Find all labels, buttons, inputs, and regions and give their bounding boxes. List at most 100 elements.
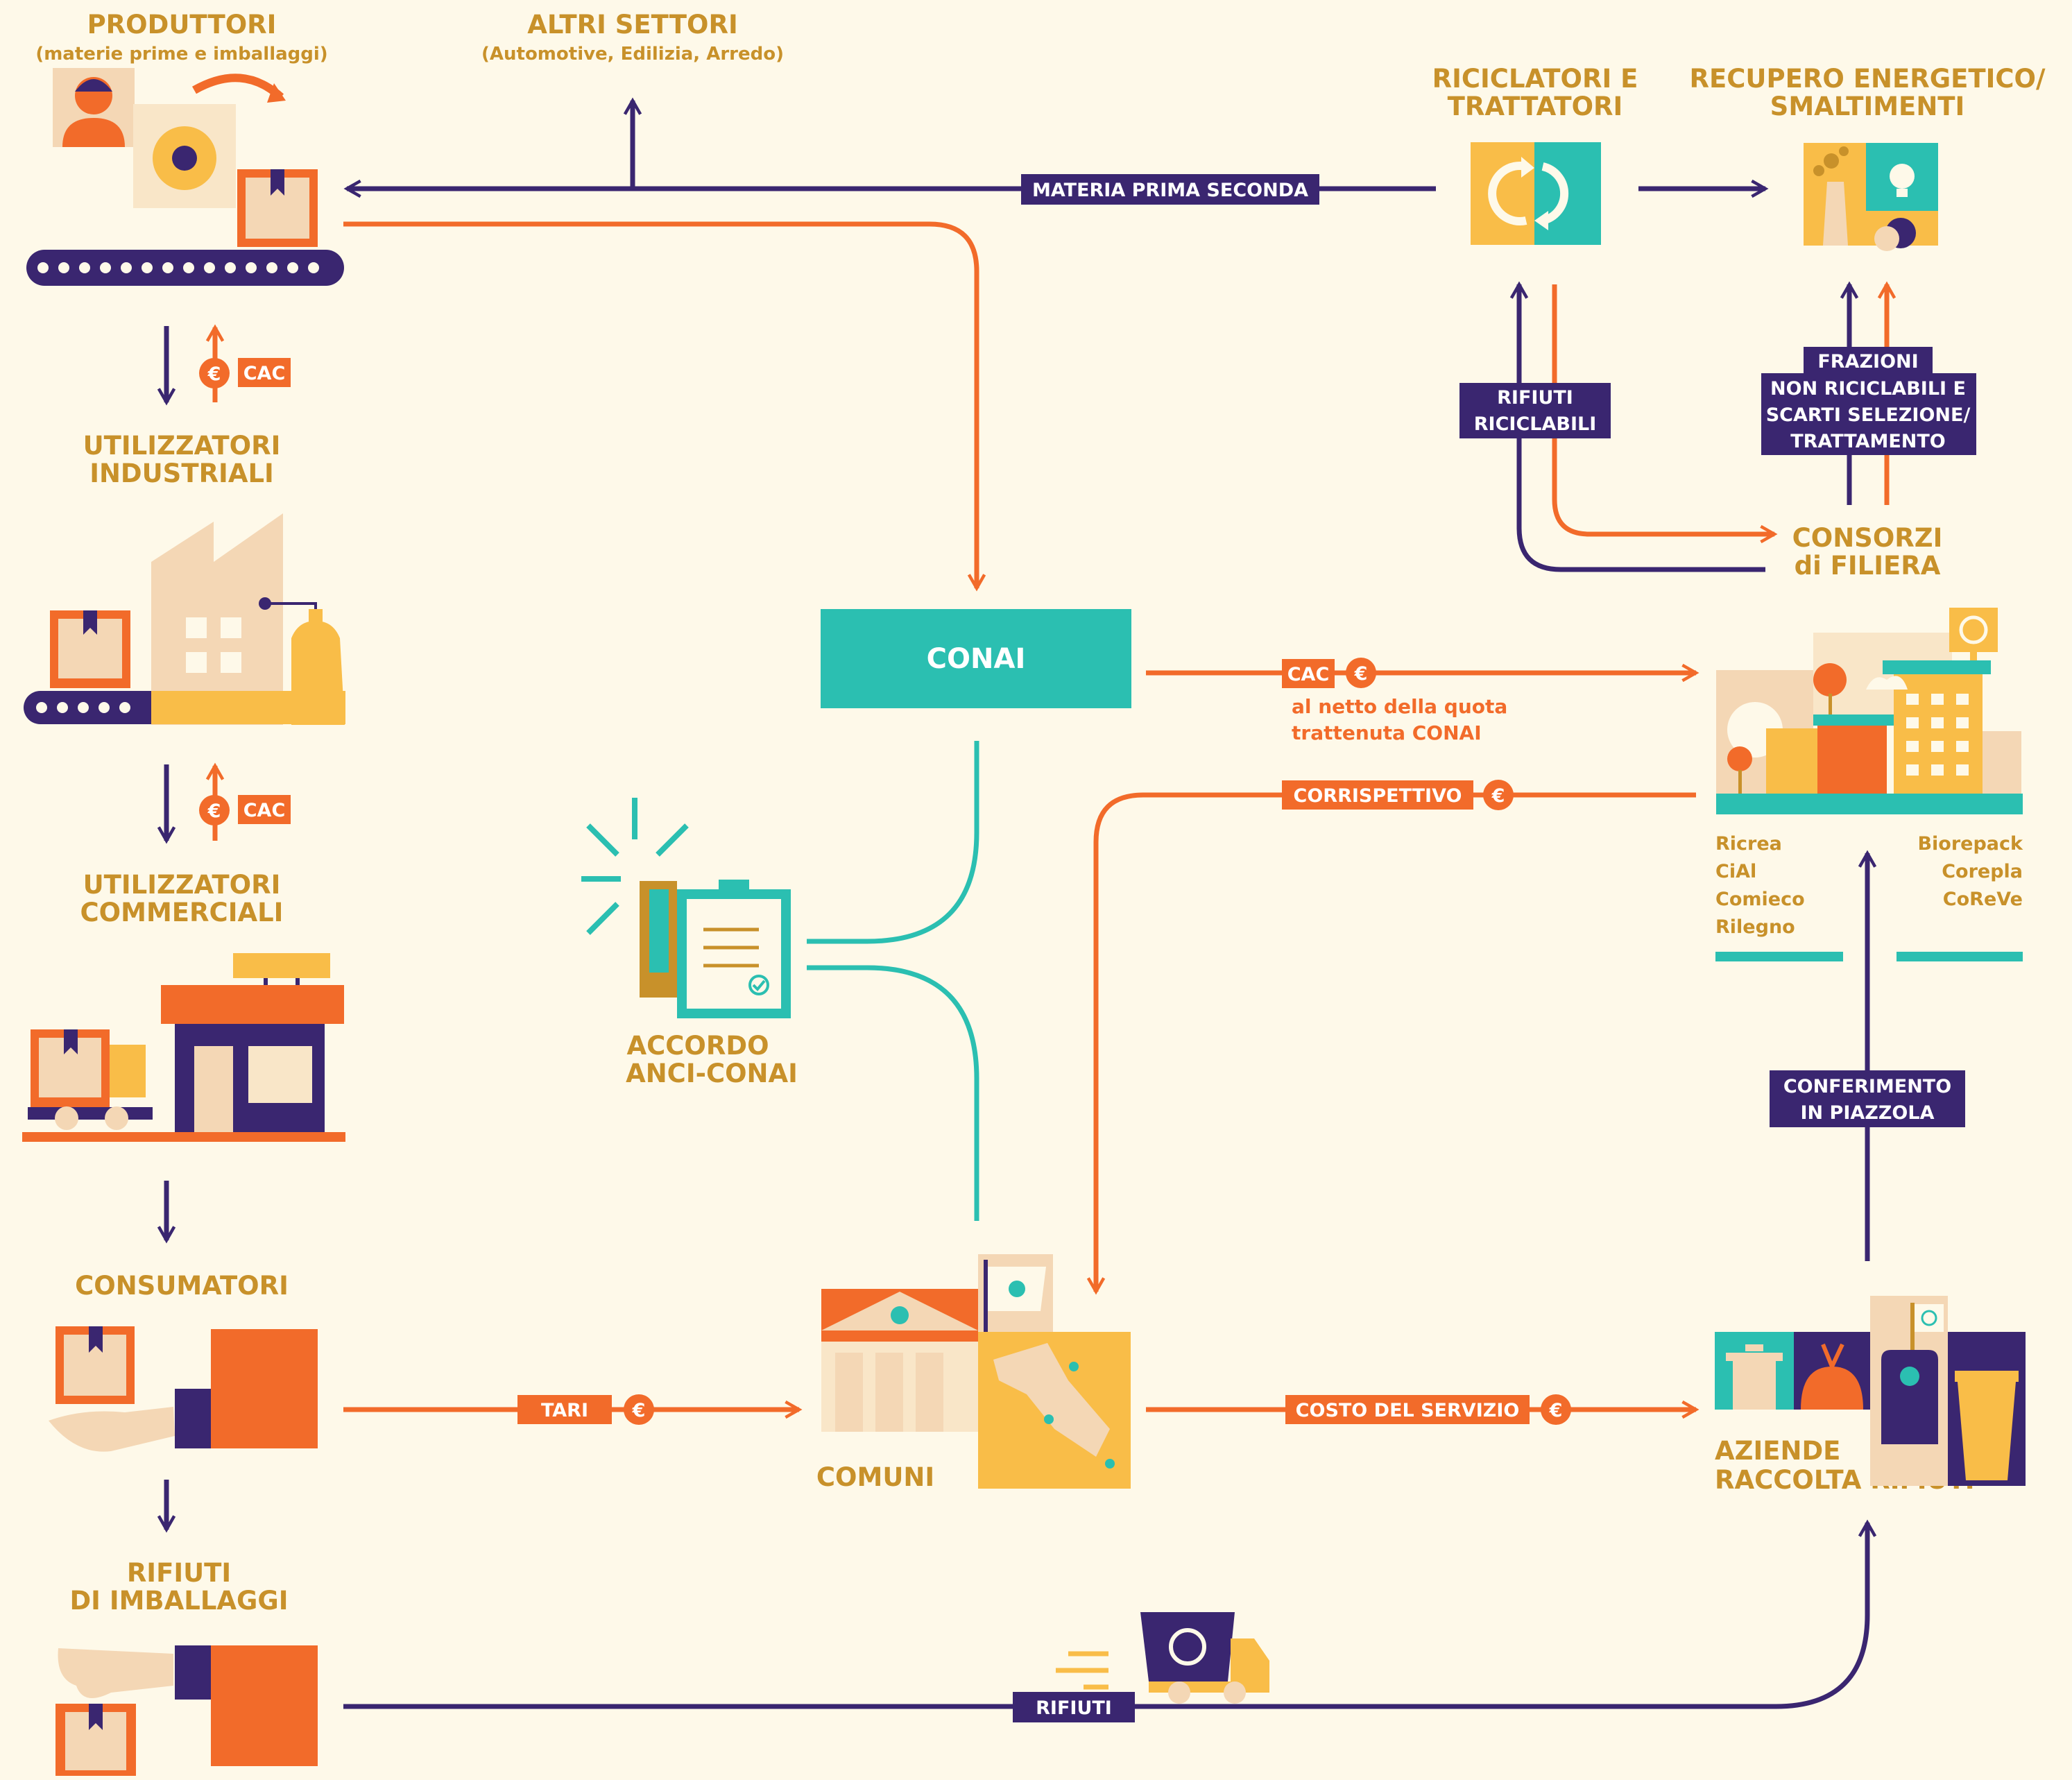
tag-costo-servizio-text: COSTO DEL SERVIZIO: [1296, 1400, 1520, 1421]
tag-conferimento-line1: CONFERIMENTO: [1783, 1076, 1951, 1097]
tag-cac-2: € CAC: [199, 795, 291, 825]
belt-roller: [99, 702, 110, 713]
label-consorzi-1: CONSORZI: [1792, 523, 1943, 553]
belt-roller: [308, 262, 319, 273]
tag-cac-1-text: CAC: [243, 363, 286, 384]
label-util-ind-1: UTILIZZATORI: [83, 431, 281, 461]
label-altri-settori: ALTRI SETTORI: [527, 10, 737, 40]
agreement-icon: [581, 798, 791, 1018]
belt-roller: [142, 262, 153, 273]
label-aziende-1: AZIENDE: [1715, 1436, 1840, 1466]
belt-roller: [204, 262, 215, 273]
tag-rifiuti-riciclabili-line2: RICICLABILI: [1474, 413, 1597, 435]
belt-roller: [58, 262, 69, 273]
belt-roller: [37, 262, 49, 273]
belt-roller: [119, 702, 130, 713]
belt-roller: [246, 262, 257, 273]
consortium-corepla: Corepla: [1942, 861, 2023, 882]
tag-cac-conai-text: CAC: [1287, 664, 1330, 685]
consortium-ricrea: Ricrea: [1715, 833, 1782, 855]
tag-cac-1: € CAC: [199, 358, 291, 388]
building-window: [1931, 717, 1944, 728]
building-window: [1956, 717, 1969, 728]
belt-roller: [162, 262, 173, 273]
belt-roller: [225, 262, 236, 273]
city-windows: [1906, 694, 1969, 776]
flow-produttori-conai: [343, 221, 986, 592]
euro-icon: €: [632, 1400, 646, 1421]
label-util-comm-1: UTILIZZATORI: [83, 870, 281, 900]
label-riciclatori-1: RICICLATORI E: [1432, 64, 1638, 94]
flow-lines: [157, 97, 1897, 1709]
building-window: [1906, 741, 1919, 752]
label-consumatori: CONSUMATORI: [75, 1271, 289, 1301]
flow-rifiuti: [343, 1519, 1877, 1709]
belt-roller: [36, 702, 47, 713]
label-rifiuti-imb-1: RIFIUTI: [127, 1558, 231, 1588]
label-comuni: COMUNI: [816, 1462, 934, 1492]
tag-rifiuti-riciclabili-line1: RIFIUTI: [1497, 387, 1573, 409]
flow-corrispettivo: [1086, 792, 1696, 1295]
consortium-comieco: Comieco: [1715, 889, 1805, 910]
disposal-illustration: [55, 1645, 318, 1776]
tag-rifiuti-riciclabili: RIFIUTI RICICLABILI: [1459, 383, 1611, 438]
belt-roller: [78, 702, 89, 713]
tag-conferimento: CONFERIMENTO IN PIAZZOLA: [1770, 1070, 1965, 1127]
label-consorzi-2: di FILIERA: [1795, 551, 1941, 581]
belt-roller: [79, 262, 90, 273]
building-window: [1956, 764, 1969, 776]
building-window: [1906, 694, 1919, 705]
euro-icon: €: [207, 801, 221, 822]
belt-roller: [121, 262, 132, 273]
label-produttori: PRODUTTORI: [87, 10, 277, 40]
building-window: [1906, 717, 1919, 728]
tag-frazioni-line1: FRAZIONI: [1817, 351, 1918, 373]
produttori-belt-dots: [37, 262, 319, 273]
tag-cac-conai: CAC € al netto della quota trattenuta CO…: [1282, 658, 1507, 744]
factory-belt-dots: [36, 702, 130, 713]
euro-icon: €: [1491, 785, 1505, 807]
label-util-ind-2: INDUSTRIALI: [89, 459, 274, 488]
tag-conferimento-line2: IN PIAZZOLA: [1801, 1102, 1935, 1124]
label-accordo-1: ACCORDO: [626, 1031, 769, 1061]
energy-recovery-icon: [1804, 143, 1938, 251]
tag-costo-servizio: COSTO DEL SERVIZIO €: [1285, 1394, 1571, 1425]
belt-roller: [287, 262, 298, 273]
label-recupero-2: SMALTIMENTI: [1770, 92, 1965, 121]
municipality-icon: [821, 1254, 1131, 1489]
shop-illustration: [22, 953, 345, 1142]
euro-icon: €: [1549, 1400, 1563, 1421]
label-util-comm-2: COMMERCIALI: [80, 898, 284, 927]
produttori-illustration: [26, 68, 344, 286]
tag-frazioni: FRAZIONI NON RICICLABILI E SCARTI SELEZI…: [1761, 347, 1976, 455]
building-window: [1956, 741, 1969, 752]
tag-materia-prima-seconda-text: MATERIA PRIMA SECONDA: [1032, 180, 1308, 201]
flow-conai-accordo: [807, 741, 979, 944]
conai-title: CONAI: [927, 643, 1026, 675]
building-window: [1931, 741, 1944, 752]
consumer-illustration: [49, 1326, 318, 1452]
building-window: [1931, 764, 1944, 776]
belt-roller: [183, 262, 194, 273]
building-window: [1956, 694, 1969, 705]
tag-rifiuti: RIFIUTI: [1013, 1692, 1135, 1722]
label-rifiuti-imb-2: DI IMBALLAGGI: [69, 1586, 288, 1616]
waste-collection-icon: [1715, 1296, 2026, 1486]
consortium-coreve: CoReVe: [1943, 889, 2023, 910]
euro-icon: €: [207, 363, 221, 385]
flow-rifiuti-riciclabili: [1509, 281, 1765, 572]
cac-note-line1: al netto della quota: [1292, 695, 1507, 718]
tag-rifiuti-text: RIFIUTI: [1036, 1697, 1112, 1719]
cac-note-line2: trattenuta CONAI: [1292, 721, 1482, 744]
conai-box: CONAI: [821, 609, 1131, 708]
flow-consorzi-return: [1552, 284, 1778, 544]
euro-icon: €: [1354, 663, 1368, 685]
consortia-list: Ricrea CiAl Comieco Rilegno Biorepack Co…: [1715, 833, 2023, 961]
label-recupero-1: RECUPERO ENERGETICO/: [1690, 64, 2046, 94]
recycle-icon: [1471, 142, 1601, 245]
tag-tari: TARI €: [517, 1394, 654, 1425]
tag-tari-text: TARI: [541, 1400, 588, 1421]
belt-roller: [57, 702, 68, 713]
garbage-truck-icon: [1056, 1612, 1269, 1704]
